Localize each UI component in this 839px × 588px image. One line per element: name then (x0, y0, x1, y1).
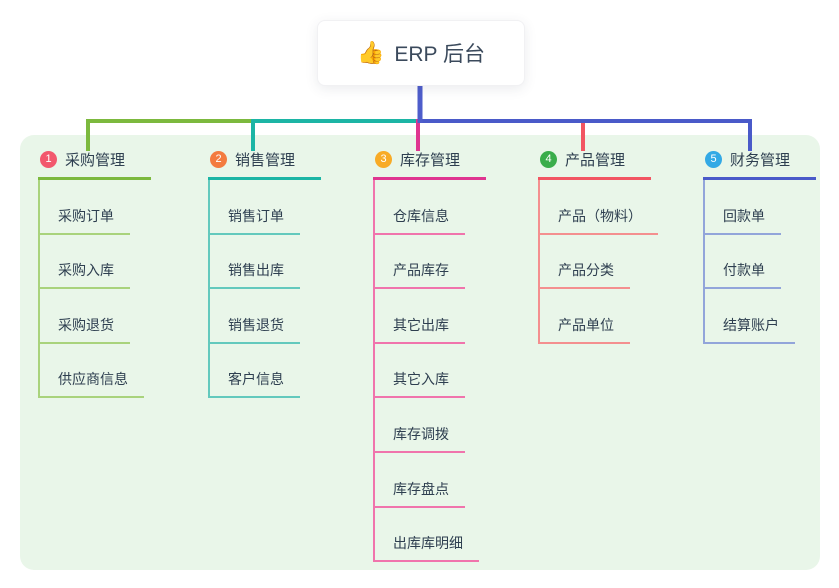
branches-panel (20, 135, 820, 570)
branch-children: 产品（物料）产品分类产品单位 (538, 180, 658, 344)
child-node[interactable]: 库存盘点 (373, 453, 465, 508)
branch-column-1: 1 采购管理采购订单采购入库采购退货供应商信息 (38, 140, 152, 399)
child-node[interactable]: 客户信息 (208, 344, 300, 399)
branch-number-badge: 3 (375, 151, 392, 168)
branch-column-2: 2 销售管理销售订单销售出库销售退货客户信息 (208, 140, 322, 399)
children-connector-line (538, 180, 540, 344)
child-node[interactable]: 出库库明细 (373, 508, 479, 563)
root-node-label: ERP 后台 (394, 43, 486, 66)
branch-node[interactable]: 5 财务管理 (703, 140, 817, 180)
branch-node[interactable]: 2 销售管理 (208, 140, 322, 180)
child-node[interactable]: 产品分类 (538, 235, 630, 290)
children-connector-line (38, 180, 40, 399)
children-connector-line (703, 180, 705, 344)
branch-label: 采购管理 (65, 152, 126, 169)
child-node[interactable]: 采购订单 (38, 180, 130, 235)
child-node[interactable]: 销售退货 (208, 289, 300, 344)
child-node[interactable]: 采购入库 (38, 235, 130, 290)
children-connector-line (373, 180, 375, 563)
branch-label: 财务管理 (730, 152, 791, 169)
child-node[interactable]: 其它入库 (373, 344, 465, 399)
child-node[interactable]: 销售出库 (208, 235, 300, 290)
branch-children: 仓库信息产品库存其它出库其它入库库存调拨库存盘点出库库明细 (373, 180, 479, 563)
branch-node[interactable]: 4 产品管理 (538, 140, 652, 180)
child-node[interactable]: 产品库存 (373, 235, 465, 290)
root-node[interactable]: 👍 ERP 后台 (317, 20, 525, 86)
branch-number-badge: 1 (40, 151, 57, 168)
child-node[interactable]: 销售订单 (208, 180, 300, 235)
child-node[interactable]: 采购退货 (38, 289, 130, 344)
branch-column-3: 3 库存管理仓库信息产品库存其它出库其它入库库存调拨库存盘点出库库明细 (373, 140, 487, 563)
branch-number-badge: 5 (705, 151, 722, 168)
branch-number-badge: 2 (210, 151, 227, 168)
child-node[interactable]: 产品单位 (538, 289, 630, 344)
branch-label: 销售管理 (235, 152, 296, 169)
branch-number-badge: 4 (540, 151, 557, 168)
branch-column-4: 4 产品管理产品（物料）产品分类产品单位 (538, 140, 658, 344)
child-node[interactable]: 付款单 (703, 235, 781, 290)
branch-children: 回款单付款单结算账户 (703, 180, 795, 344)
child-node[interactable]: 回款单 (703, 180, 781, 235)
children-connector-line (208, 180, 210, 399)
thumbs-up-icon: 👍 (356, 40, 385, 65)
branch-label: 库存管理 (400, 152, 461, 169)
child-node[interactable]: 仓库信息 (373, 180, 465, 235)
branch-label: 产品管理 (565, 152, 626, 169)
child-node[interactable]: 产品（物料） (538, 180, 658, 235)
branch-node[interactable]: 1 采购管理 (38, 140, 152, 180)
branch-children: 销售订单销售出库销售退货客户信息 (208, 180, 300, 399)
branch-column-5: 5 财务管理回款单付款单结算账户 (703, 140, 817, 344)
child-node[interactable]: 其它出库 (373, 289, 465, 344)
branch-node[interactable]: 3 库存管理 (373, 140, 487, 180)
child-node[interactable]: 库存调拨 (373, 398, 465, 453)
branch-children: 采购订单采购入库采购退货供应商信息 (38, 180, 144, 399)
child-node[interactable]: 结算账户 (703, 289, 795, 344)
child-node[interactable]: 供应商信息 (38, 344, 144, 399)
